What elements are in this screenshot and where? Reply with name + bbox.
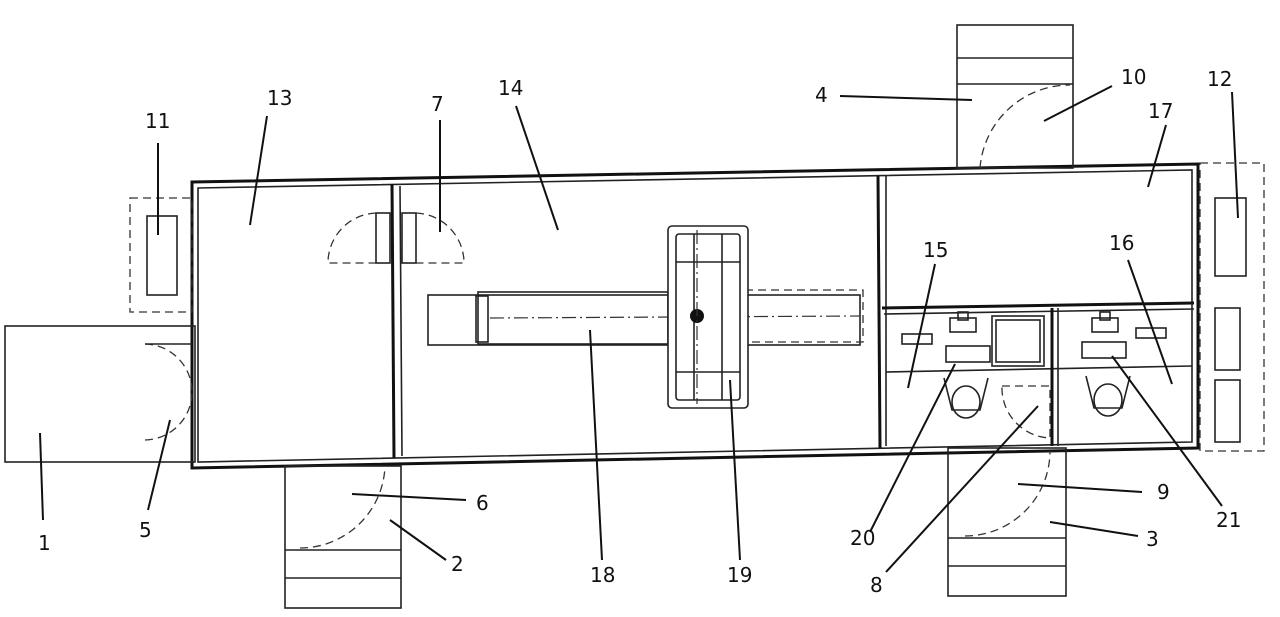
label-21: 21 (1216, 508, 1241, 532)
label-15: 15 (923, 238, 948, 262)
label-9: 9 (1157, 480, 1170, 504)
label-13: 13 (267, 86, 292, 110)
label-11: 11 (145, 109, 170, 133)
double-door (327, 212, 465, 264)
label-20: 20 (850, 526, 875, 550)
label-2: 2 (451, 552, 464, 576)
patient-table (427, 289, 864, 346)
label-14: 14 (498, 76, 523, 100)
right-cabinets (1199, 162, 1265, 452)
top-stair (956, 24, 1074, 169)
interior-door (1001, 385, 1051, 439)
left-annex (4, 325, 196, 463)
operator-workstation-1 (901, 311, 1045, 419)
left-cabinet (129, 197, 193, 313)
label-18: 18 (590, 563, 615, 587)
number-labels: 1 5 2 6 11 13 7 14 4 10 12 17 15 16 18 1… (38, 65, 1241, 597)
leader-lines (39, 85, 1239, 573)
bottom-right-stair (947, 447, 1067, 597)
bottom-left-stair (284, 465, 402, 609)
scanner-gantry (667, 225, 749, 409)
operator-workstation-2 (1081, 311, 1167, 417)
label-3: 3 (1146, 527, 1159, 551)
label-12: 12 (1207, 67, 1232, 91)
label-5: 5 (139, 518, 152, 542)
label-8: 8 (870, 573, 883, 597)
partition-walls (390, 175, 1195, 459)
label-19: 19 (727, 563, 752, 587)
label-1: 1 (38, 531, 51, 555)
label-4: 4 (815, 83, 828, 107)
building-outline (190, 162, 1200, 470)
label-6: 6 (476, 491, 489, 515)
label-10: 10 (1121, 65, 1146, 89)
label-17: 17 (1148, 99, 1173, 123)
label-16: 16 (1109, 231, 1134, 255)
label-7: 7 (431, 92, 444, 116)
